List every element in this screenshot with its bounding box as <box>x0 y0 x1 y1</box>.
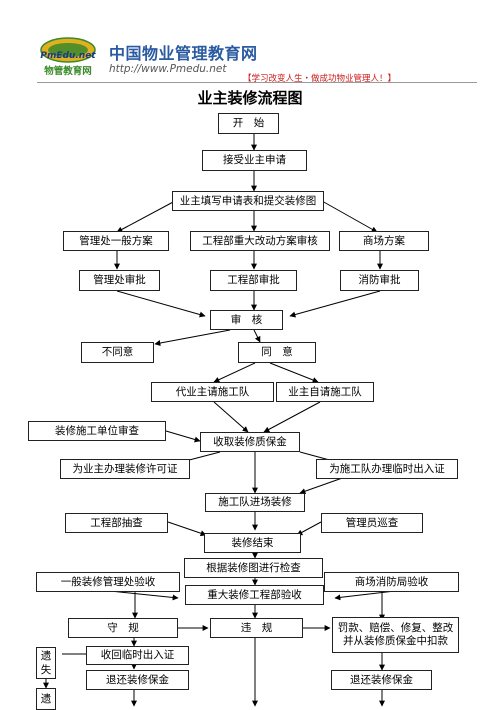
logo-text-bottom: 物管教育网 <box>44 65 92 77</box>
node-check-by-drawing: 根据装修图进行检查 <box>184 558 323 578</box>
node-lost-pass: 遗失 <box>36 647 56 679</box>
node-temporary-pass: 为施工队办理临时出入证 <box>316 459 458 479</box>
node-fire-approval: 消防审批 <box>340 270 419 291</box>
node-construction-unit-check: 装修施工单位审查 <box>28 421 166 441</box>
node-engineering-approval: 工程部审批 <box>210 270 297 291</box>
brand-url[interactable]: http://www.Pmedu.net <box>109 63 227 75</box>
node-lost-continued: 遗 <box>36 688 56 710</box>
node-recover-pass: 收回临时出入证 <box>86 646 189 665</box>
node-admin-patrol: 管理员巡查 <box>321 513 423 533</box>
node-general-plan: 管理处一般方案 <box>63 231 169 251</box>
node-general-acceptance: 一般装修管理处验收 <box>36 572 180 592</box>
node-violate: 违 规 <box>210 618 303 638</box>
node-refund-deposit-right: 退还装修保金 <box>331 670 432 690</box>
node-fill-application-form: 业主填写申请表和提交装修图 <box>172 191 324 211</box>
slogan: 【学习改变人生・做成功物业管理人！】 <box>243 74 397 84</box>
node-self-construction-team: 业主自请施工队 <box>276 382 374 402</box>
header-divider <box>37 82 477 83</box>
node-decoration-permit: 为业主办理装修许可证 <box>60 459 190 479</box>
node-team-enters: 施工队进场装修 <box>205 493 305 512</box>
node-mall-fire-acceptance: 商场消防局验收 <box>324 572 459 592</box>
node-major-change-review: 工程部重大改动方案审核 <box>190 231 330 251</box>
node-review: 审 核 <box>210 310 283 330</box>
node-agent-construction-team: 代业主请施工队 <box>151 382 274 402</box>
logo-text-top: PmEdu.net <box>40 51 96 61</box>
node-penalty-deduction: 罚款、赔偿、修复、整改并从装修质保金中扣款 <box>332 617 459 653</box>
node-refund-deposit-left: 退还装修保金 <box>86 670 189 690</box>
node-agree: 同 意 <box>238 342 316 363</box>
node-finish: 装修结束 <box>204 533 301 553</box>
node-engineering-spot-check: 工程部抽查 <box>65 513 168 533</box>
node-comply: 守 规 <box>68 618 178 638</box>
node-mgmt-approval: 管理处审批 <box>79 270 160 291</box>
node-mall-plan: 商场方案 <box>339 231 429 251</box>
node-collect-deposit: 收取装修质保金 <box>200 432 300 452</box>
pmedu-logo: PmEdu.net 物管教育网 <box>37 36 99 78</box>
node-disagree: 不同意 <box>81 342 154 363</box>
node-major-acceptance: 重大装修工程部验收 <box>185 585 324 605</box>
node-accept-application: 接受业主申请 <box>202 150 307 171</box>
flowchart-title: 业主装修流程图 <box>197 89 303 107</box>
brand-name: 中国物业管理教育网 <box>109 44 258 63</box>
node-start: 开 始 <box>218 113 279 134</box>
